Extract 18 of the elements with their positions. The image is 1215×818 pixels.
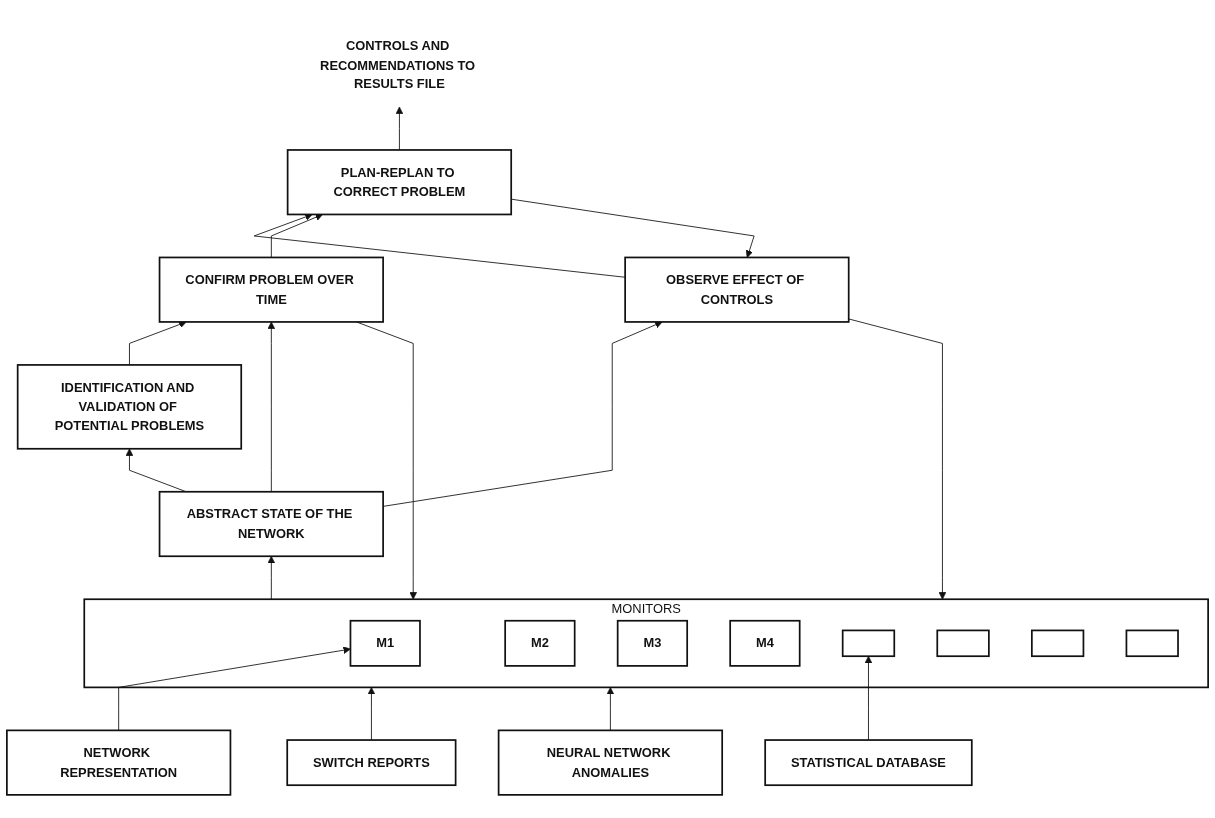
node-box bbox=[841, 629, 896, 658]
node-box: OBSERVE EFFECT OF CONTROLS bbox=[624, 256, 850, 323]
node-box: ABSTRACT STATE OF THE NETWORK bbox=[158, 490, 384, 558]
node-box: M3 bbox=[616, 619, 689, 667]
node-text: CONTROLS AND RECOMMENDATIONS TO RESULTS FILE bbox=[320, 37, 476, 92]
node-box bbox=[1031, 629, 1085, 658]
node-box bbox=[936, 629, 990, 658]
node-box: SWITCH REPORTS bbox=[286, 739, 457, 787]
node-box: NEURAL NETWORK ANOMALIES bbox=[497, 729, 724, 796]
node-box bbox=[1125, 629, 1179, 658]
node-box: CONFIRM PROBLEM OVER TIME bbox=[158, 256, 384, 323]
node-box: IDENTIFICATION AND VALIDATION OF POTENTIAL PROBLEMS bbox=[16, 364, 243, 450]
node-box: M2 bbox=[504, 619, 576, 667]
node-box: STATISTICAL DATABASE bbox=[764, 739, 973, 787]
node-box: M1 bbox=[349, 619, 421, 667]
node-box: NETWORK REPRESENTATION bbox=[6, 729, 232, 796]
node-box: M4 bbox=[729, 619, 801, 667]
node-box: PLAN-REPLAN TO CORRECT PROBLEM bbox=[286, 149, 513, 216]
